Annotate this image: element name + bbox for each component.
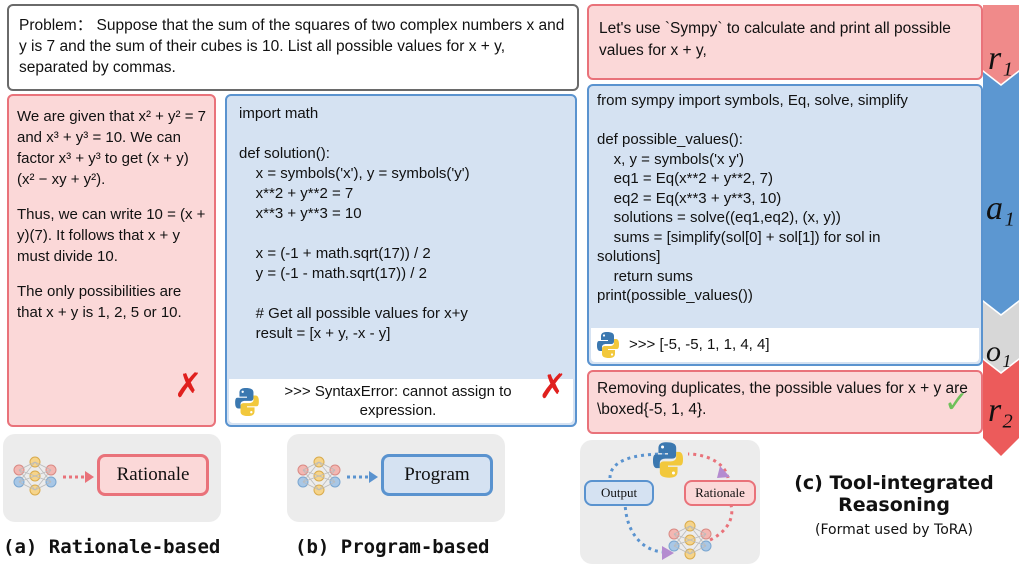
tora-rationale-1: Let's use `Sympy` to calculate and print… <box>587 4 983 80</box>
tora-rationale-1-text: Let's use `Sympy` to calculate and print… <box>599 20 951 59</box>
caption-c: (c) Tool-integrated Reasoning <box>794 472 994 516</box>
label-r1: r₁ <box>988 40 1014 77</box>
rationale-paragraph-2: Thus, we can write 10 = (x + y)(7). It f… <box>17 206 206 265</box>
program-output-bar: >>> SyntaxError: cannot assign to expres… <box>229 367 573 423</box>
tora-program-code: from sympy import symbols, Eq, solve, si… <box>597 92 908 304</box>
tora-output-text: >>> [-5, -5, 1, 1, 4, 4] <box>629 336 770 353</box>
llm-network-icon <box>668 520 712 560</box>
tora-program-box: from sympy import symbols, Eq, solve, si… <box>587 84 983 366</box>
correct-check-icon: ✓ <box>943 385 969 420</box>
wrong-cross-icon: ✗ <box>174 366 203 406</box>
arrow-icon <box>347 471 378 483</box>
program-pill: Program <box>381 454 493 496</box>
rationale-pill: Rationale <box>97 454 209 496</box>
caption-a: (a) Rationale-based <box>3 536 221 558</box>
arrow-segment-a1 <box>983 72 1019 314</box>
tora-rationale-2-text: Removing duplicates, the possible values… <box>597 380 968 418</box>
tora-rationale-pill: Rationale <box>684 480 756 506</box>
wrong-cross-icon: ✗ <box>538 367 568 407</box>
rationale-diagram-panel: Rationale <box>3 434 221 522</box>
problem-box: Problem： Suppose that the sum of the squ… <box>7 4 579 91</box>
caption-c-sub: (Format used by ToRA) <box>815 522 973 538</box>
arrow-segment-r2 <box>983 360 1019 456</box>
tora-diagram-panel: Output Rationale <box>580 440 760 564</box>
python-icon <box>235 388 259 416</box>
program-code: import math def solution(): x = symbols(… <box>239 105 470 342</box>
program-output-text: >>> SyntaxError: cannot assign to expres… <box>284 383 512 419</box>
python-icon <box>653 442 683 478</box>
program-diagram-panel: Program <box>287 434 505 522</box>
arrow-segment-r1 <box>983 5 1019 84</box>
llm-network-icon <box>13 456 57 496</box>
label-a1: a₁ <box>986 190 1015 227</box>
reasoning-arrow <box>983 5 1019 456</box>
llm-network-icon <box>297 456 341 496</box>
rationale-paragraph-3: The only possibilities are that x + y is… <box>17 283 182 321</box>
arrow-segment-o1 <box>983 302 1019 372</box>
tora-output-bar: >>> [-5, -5, 1, 1, 4, 4] <box>591 328 979 362</box>
output-pill: Output <box>584 480 654 506</box>
rationale-paragraph-1: We are given that x² + y² = 7 and x³ + y… <box>17 108 206 188</box>
label-r2: r₂ <box>988 392 1014 429</box>
tora-rationale-2: Removing duplicates, the possible values… <box>587 370 983 434</box>
python-icon <box>597 332 619 358</box>
rationale-box: We are given that x² + y² = 7 and x³ + y… <box>7 94 216 427</box>
problem-text: Problem： Suppose that the sum of the squ… <box>19 17 565 76</box>
program-box: import math def solution(): x = symbols(… <box>225 94 577 427</box>
label-o1: o₁ <box>986 335 1012 368</box>
arrow-icon <box>63 471 94 483</box>
caption-b: (b) Program-based <box>295 536 490 558</box>
